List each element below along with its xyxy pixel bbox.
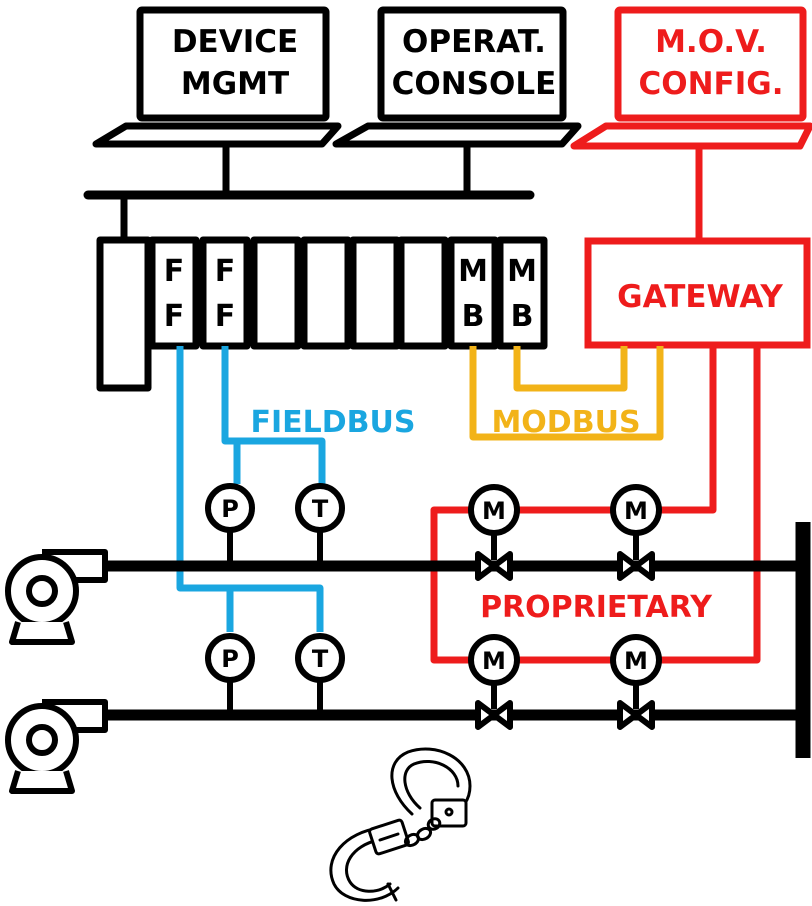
pressure-transmitter-upper [205,483,255,533]
motor-label-upper-2: M [624,497,648,525]
laptop-icon [377,6,567,122]
laptop-device-mgmt [92,6,342,192]
temperature-label-upper: T [312,495,329,523]
temperature-transmitter-upper [295,483,345,533]
ff1-label-bottom: F [164,299,185,334]
laptop-operator-console [332,6,582,192]
operator-console-line1: OPERAT. [402,24,546,60]
gateway-box [584,237,811,349]
mov-config-line2: CONFIG. [639,66,784,102]
motor-actuator-lower-1 [468,634,520,686]
valve-icon [617,700,655,730]
valve-icon [617,551,655,581]
motor-actuator-lower-2 [610,634,662,686]
ff2-label-bottom: F [215,299,236,334]
mb1-label-bottom: B [462,299,485,334]
temperature-transmitter-lower [295,633,345,683]
motor-label-lower-2: M [624,647,648,675]
fieldbus-wiring [176,346,326,632]
transmitters [205,483,345,715]
modbus-label: MODBUS [491,405,640,440]
motor-valves [468,484,662,730]
motor-actuator-upper-1 [468,484,520,536]
laptop-mov-config [570,6,812,240]
pump-lower [5,699,108,794]
io-card-empty-2 [300,236,352,350]
handcuffs-icon [329,747,472,902]
valve-icon [475,700,513,730]
pressure-label-lower: P [221,645,239,673]
process-pipes [100,522,811,758]
gateway-label: GATEWAY [617,279,783,315]
io-card-empty-3 [349,236,401,350]
operator-console-line2: CONSOLE [392,66,557,102]
valve-icon [475,551,513,581]
ff2-label-top: F [215,254,236,289]
pressure-label-upper: P [221,495,239,523]
io-card-empty-4 [397,236,449,350]
io-card-ff-1 [148,236,200,350]
temperature-label-lower: T [312,645,329,673]
pump-upper [5,549,108,645]
motor-label-upper-1: M [482,497,506,525]
laptop-icon [136,6,330,122]
motor-actuator-upper-2 [610,484,662,536]
proprietary-wiring [430,345,761,664]
ff1-label-top: F [164,254,185,289]
proprietary-label: PROPRIETARY [480,590,713,625]
laptop-icon [614,6,807,122]
mov-config-line1: M.O.V. [655,24,767,60]
motor-label-lower-1: M [482,647,506,675]
fieldbus-label: FIELDBUS [251,405,416,440]
device-mgmt-line1: DEVICE [172,24,298,60]
mb2-label-top: M [507,254,537,289]
power-supply-card [96,236,152,392]
modbus-wiring [469,346,664,441]
io-card-empty-1 [250,236,302,350]
mb1-label-top: M [458,254,488,289]
io-card-mb-2 [496,236,548,350]
controller-rack [96,236,548,392]
mb2-label-bottom: B [511,299,534,334]
pressure-transmitter-lower [205,633,255,683]
device-mgmt-line2: MGMT [181,66,289,102]
